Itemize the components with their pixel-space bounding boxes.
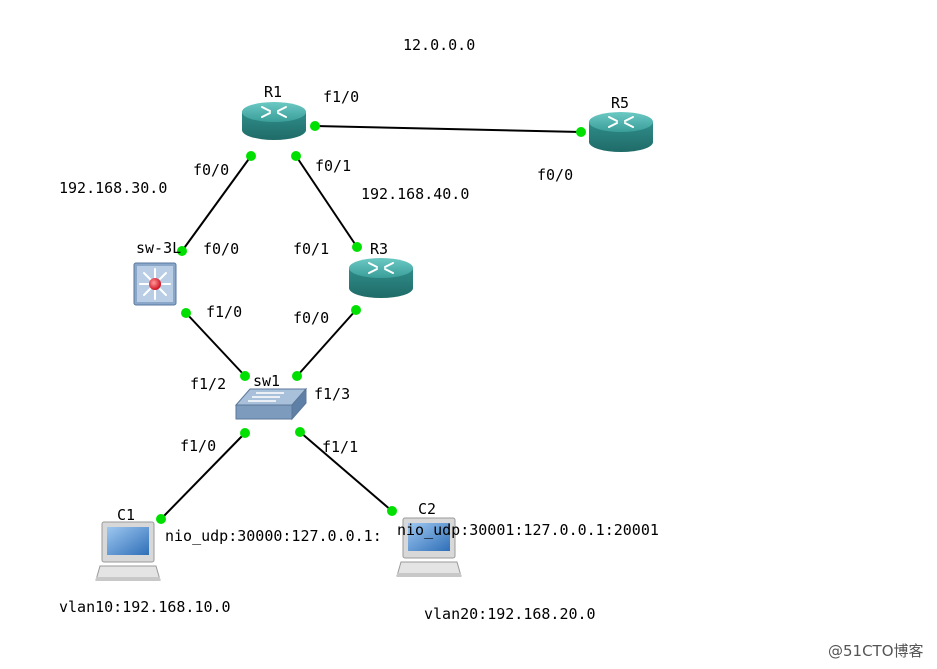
port-label: f1/2 <box>190 375 226 393</box>
device-label-c1: C1 <box>117 506 135 524</box>
port-dot <box>291 151 301 161</box>
vlan-label-c1: vlan10:192.168.10.0 <box>59 598 231 616</box>
network-label-r1-sw3l: 192.168.30.0 <box>59 179 167 197</box>
device-label-sw3l: sw-3L <box>136 239 181 257</box>
link-sw3l-sw1 <box>185 312 246 377</box>
port-dot <box>292 371 302 381</box>
port-dot <box>156 514 166 524</box>
nio-label-c2: nio_udp:30001:127.0.0.1:20001 <box>397 521 659 539</box>
port-dot <box>240 428 250 438</box>
network-label-r1-r3: 192.168.40.0 <box>361 185 469 203</box>
port-label: f0/0 <box>537 166 573 184</box>
port-dot <box>351 305 361 315</box>
layer3-switch-icon[interactable] <box>133 262 177 306</box>
port-label: f0/1 <box>293 240 329 258</box>
link-r1-r3 <box>295 155 358 248</box>
port-label: f1/0 <box>323 88 359 106</box>
watermark: @51CTO博客 <box>828 642 924 660</box>
device-label-sw1: sw1 <box>253 372 280 390</box>
router-r1-icon[interactable] <box>242 102 306 140</box>
port-dot <box>387 506 397 516</box>
router-r3-icon[interactable] <box>349 258 413 298</box>
network-label-r1-r5: 12.0.0.0 <box>403 36 475 54</box>
nio-label-c1: nio_udp:30000:127.0.0.1: <box>165 527 382 545</box>
device-label-c2: C2 <box>418 500 436 518</box>
pc-c2-icon[interactable] <box>396 517 462 577</box>
port-label: f0/0 <box>193 161 229 179</box>
port-label: f0/0 <box>203 240 239 258</box>
port-label: f0/0 <box>293 309 329 327</box>
link-r3-sw1 <box>296 309 357 377</box>
link-sw1-c1 <box>160 432 246 520</box>
router-r5-icon[interactable] <box>589 112 653 152</box>
device-label-r5: R5 <box>611 94 629 112</box>
port-dot <box>310 121 320 131</box>
port-dot <box>352 242 362 252</box>
vlan-label-c2: vlan20:192.168.20.0 <box>424 605 596 623</box>
port-dot <box>177 246 187 256</box>
port-label: f0/1 <box>315 157 351 175</box>
port-dot <box>240 371 250 381</box>
port-label: f1/0 <box>180 437 216 455</box>
link-r1-r5 <box>314 125 582 133</box>
port-dot <box>246 151 256 161</box>
port-label: f1/3 <box>314 385 350 403</box>
link-r1-sw3l <box>181 155 252 252</box>
device-label-r1: R1 <box>264 83 282 101</box>
pc-c1-icon[interactable] <box>95 521 161 581</box>
port-label: f1/1 <box>322 438 358 456</box>
port-dot <box>576 127 586 137</box>
port-dot <box>295 427 305 437</box>
port-label: f1/0 <box>206 303 242 321</box>
port-dot <box>181 308 191 318</box>
link-sw1-c2 <box>299 431 393 512</box>
layer2-switch-icon[interactable] <box>234 387 308 421</box>
device-label-r3: R3 <box>370 240 388 258</box>
